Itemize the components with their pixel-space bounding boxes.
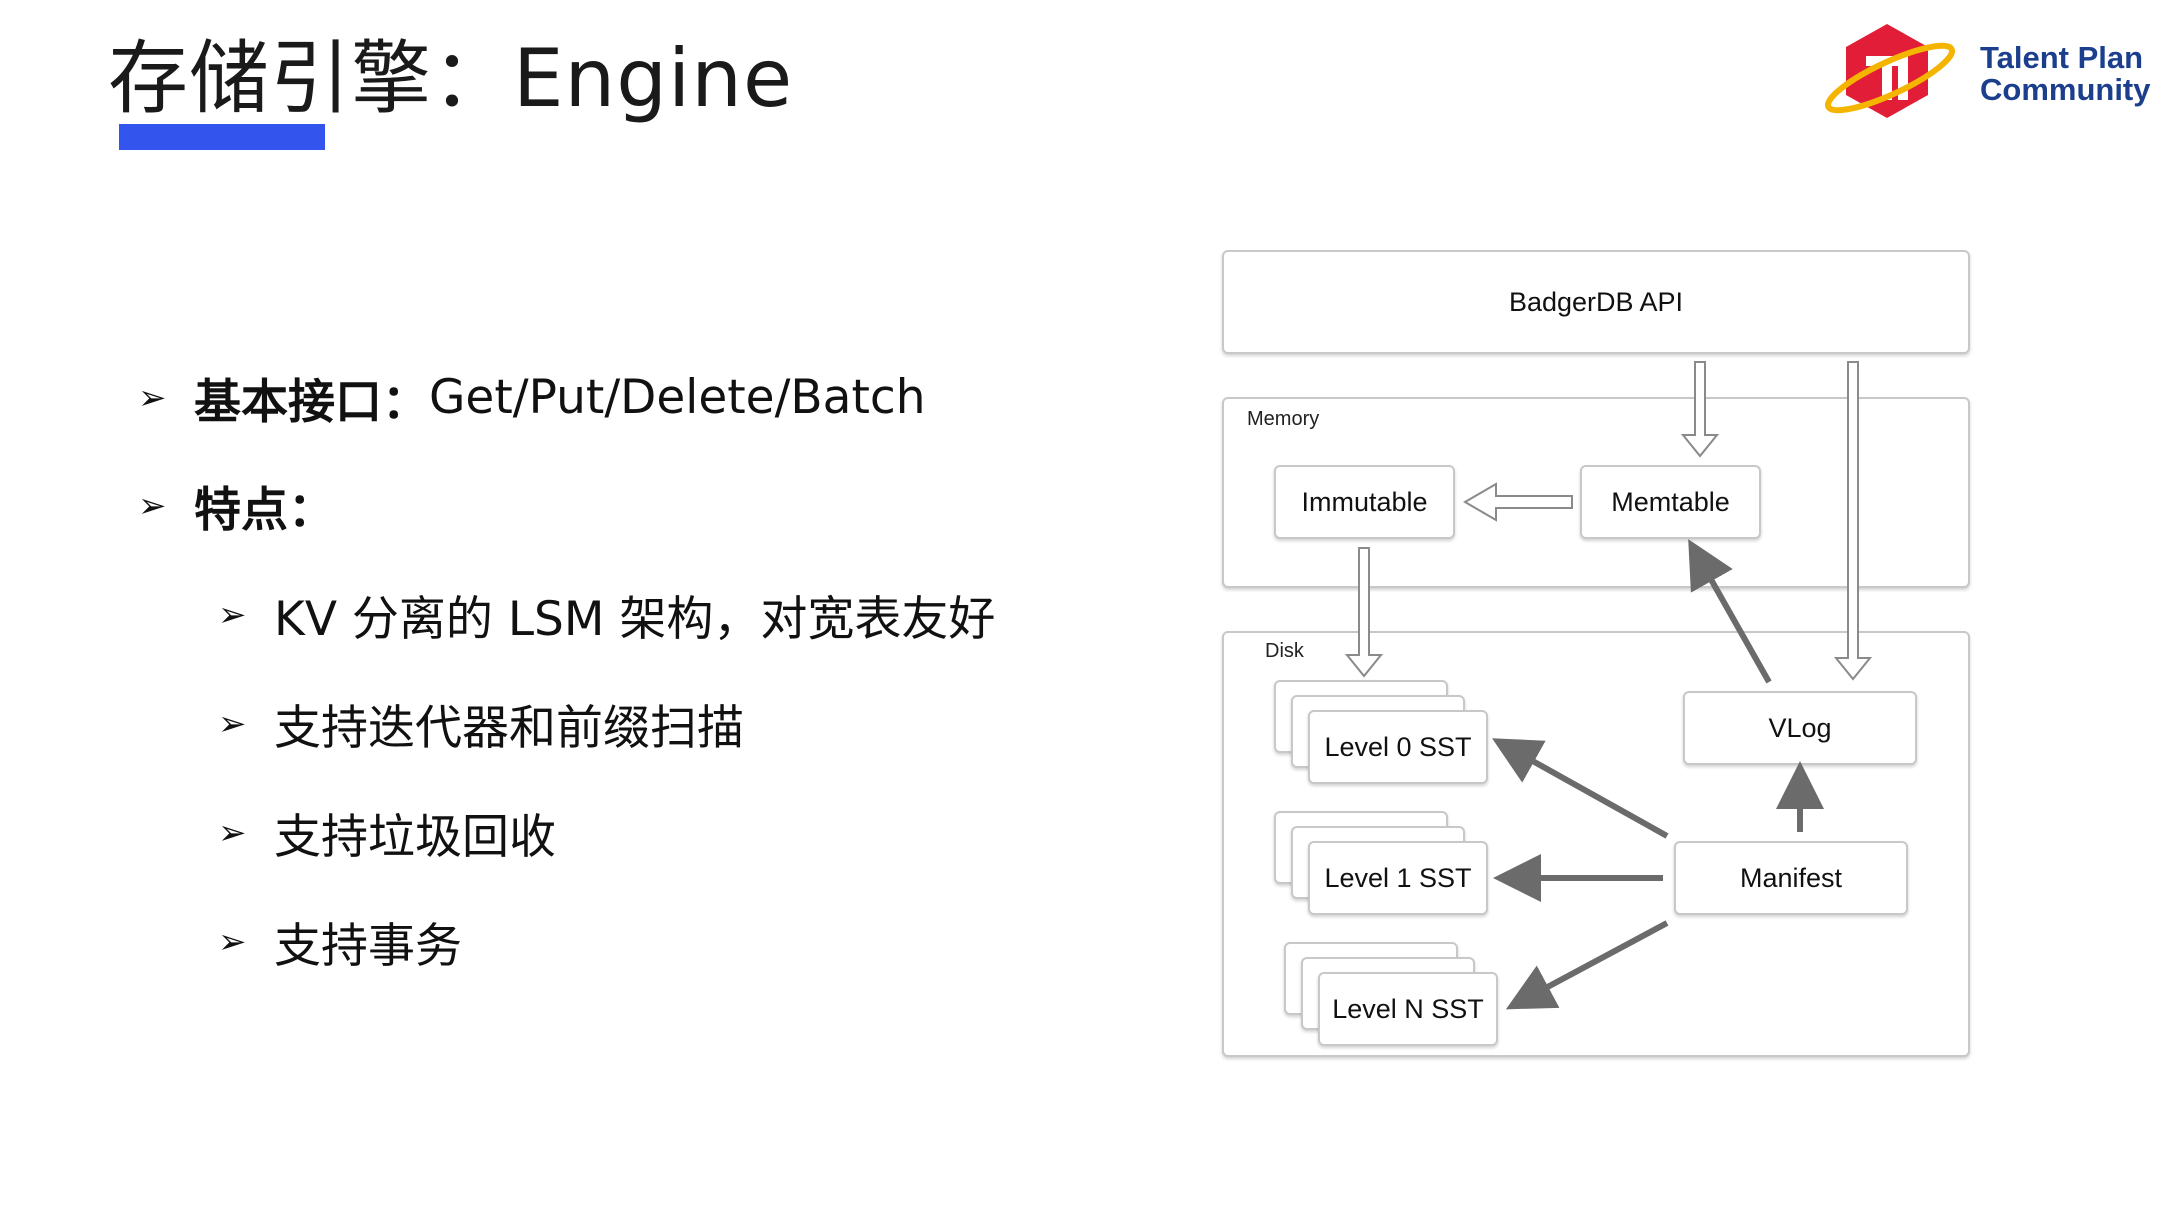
level0-sst-label: Level 0 SST (1324, 731, 1472, 762)
logo-line-1: Talent Plan (1980, 40, 2144, 75)
level1-sst-box: Level 1 SST (1308, 841, 1488, 915)
bullet-gc: ➢ 支持垃圾回收 (218, 798, 556, 867)
memory-label: Memory (1247, 408, 1320, 430)
talent-plan-logo-icon (1825, 24, 1955, 118)
immutable-label: Immutable (1301, 486, 1428, 517)
bullet-arrow-icon: ➢ (218, 812, 247, 853)
manifest-to-level0-arrow (1492, 738, 1669, 839)
immutable-box: Immutable (1274, 465, 1455, 539)
bullet-arrow-icon: ➢ (138, 377, 167, 418)
diagram-arrows (1344, 361, 1873, 1010)
levelN-sst-label: Level N SST (1332, 993, 1484, 1024)
level0-sst-box: Level 0 SST (1308, 710, 1488, 784)
bullet-kv-separation: ➢ KV 分离的 LSM 架构，对宽表友好 (218, 580, 995, 649)
bullet-text: 支持事务 (274, 919, 462, 974)
immutable-to-disk-arrow (1344, 547, 1384, 678)
manifest-label: Manifest (1739, 862, 1843, 893)
memtable-to-immutable-arrow (1463, 482, 1573, 522)
level1-sst-label: Level 1 SST (1324, 862, 1472, 893)
manifest-to-levelN-arrow (1505, 920, 1669, 1010)
api-to-memtable-arrow (1680, 361, 1720, 458)
logo-wordmark: Talent Plan Community (1980, 42, 2151, 106)
disk-label: Disk (1265, 640, 1304, 662)
bullet-iterator: ➢ 支持迭代器和前缀扫描 (218, 689, 744, 758)
bullet-features: ➢ 特点： (138, 471, 335, 540)
manifest-box: Manifest (1674, 841, 1908, 915)
memtable-label: Memtable (1611, 486, 1730, 517)
bullet-text: 支持垃圾回收 (274, 810, 556, 865)
memtable-box: Memtable (1580, 465, 1761, 539)
levelN-sst-box: Level N SST (1318, 972, 1498, 1046)
badgerdb-api-label: BadgerDB API (1508, 286, 1684, 317)
title-underline (119, 124, 325, 150)
page-title: 存储引擎：Engine (108, 32, 794, 125)
bullet-arrow-icon: ➢ (218, 921, 247, 962)
vlog-label: VLog (1768, 712, 1832, 743)
bullet-text: Get/Put/Delete/Batch (429, 370, 926, 425)
bullet-arrow-icon: ➢ (218, 703, 247, 744)
badger-architecture-diagram: BadgerDB API Memory Immutable Memtable D… (1195, 240, 1995, 1080)
bullet-label: 基本接口： (194, 375, 429, 430)
bullet-transactions: ➢ 支持事务 (218, 907, 462, 976)
badgerdb-api-box: BadgerDB API (1222, 250, 1970, 354)
vlog-to-memtable-arrow (1688, 539, 1772, 684)
bullet-arrow-icon: ➢ (218, 594, 247, 635)
api-to-vlog-arrow (1833, 361, 1873, 681)
bullet-label: 特点： (194, 483, 335, 538)
bullet-basic-interface: ➢ 基本接口： Get/Put/Delete/Batch (138, 363, 926, 432)
logo-line-2: Community (1980, 72, 2151, 107)
bullet-arrow-icon: ➢ (138, 485, 167, 526)
bullet-text: KV 分离的 LSM 架构，对宽表友好 (274, 592, 996, 647)
bullet-text: 支持迭代器和前缀扫描 (274, 701, 744, 756)
